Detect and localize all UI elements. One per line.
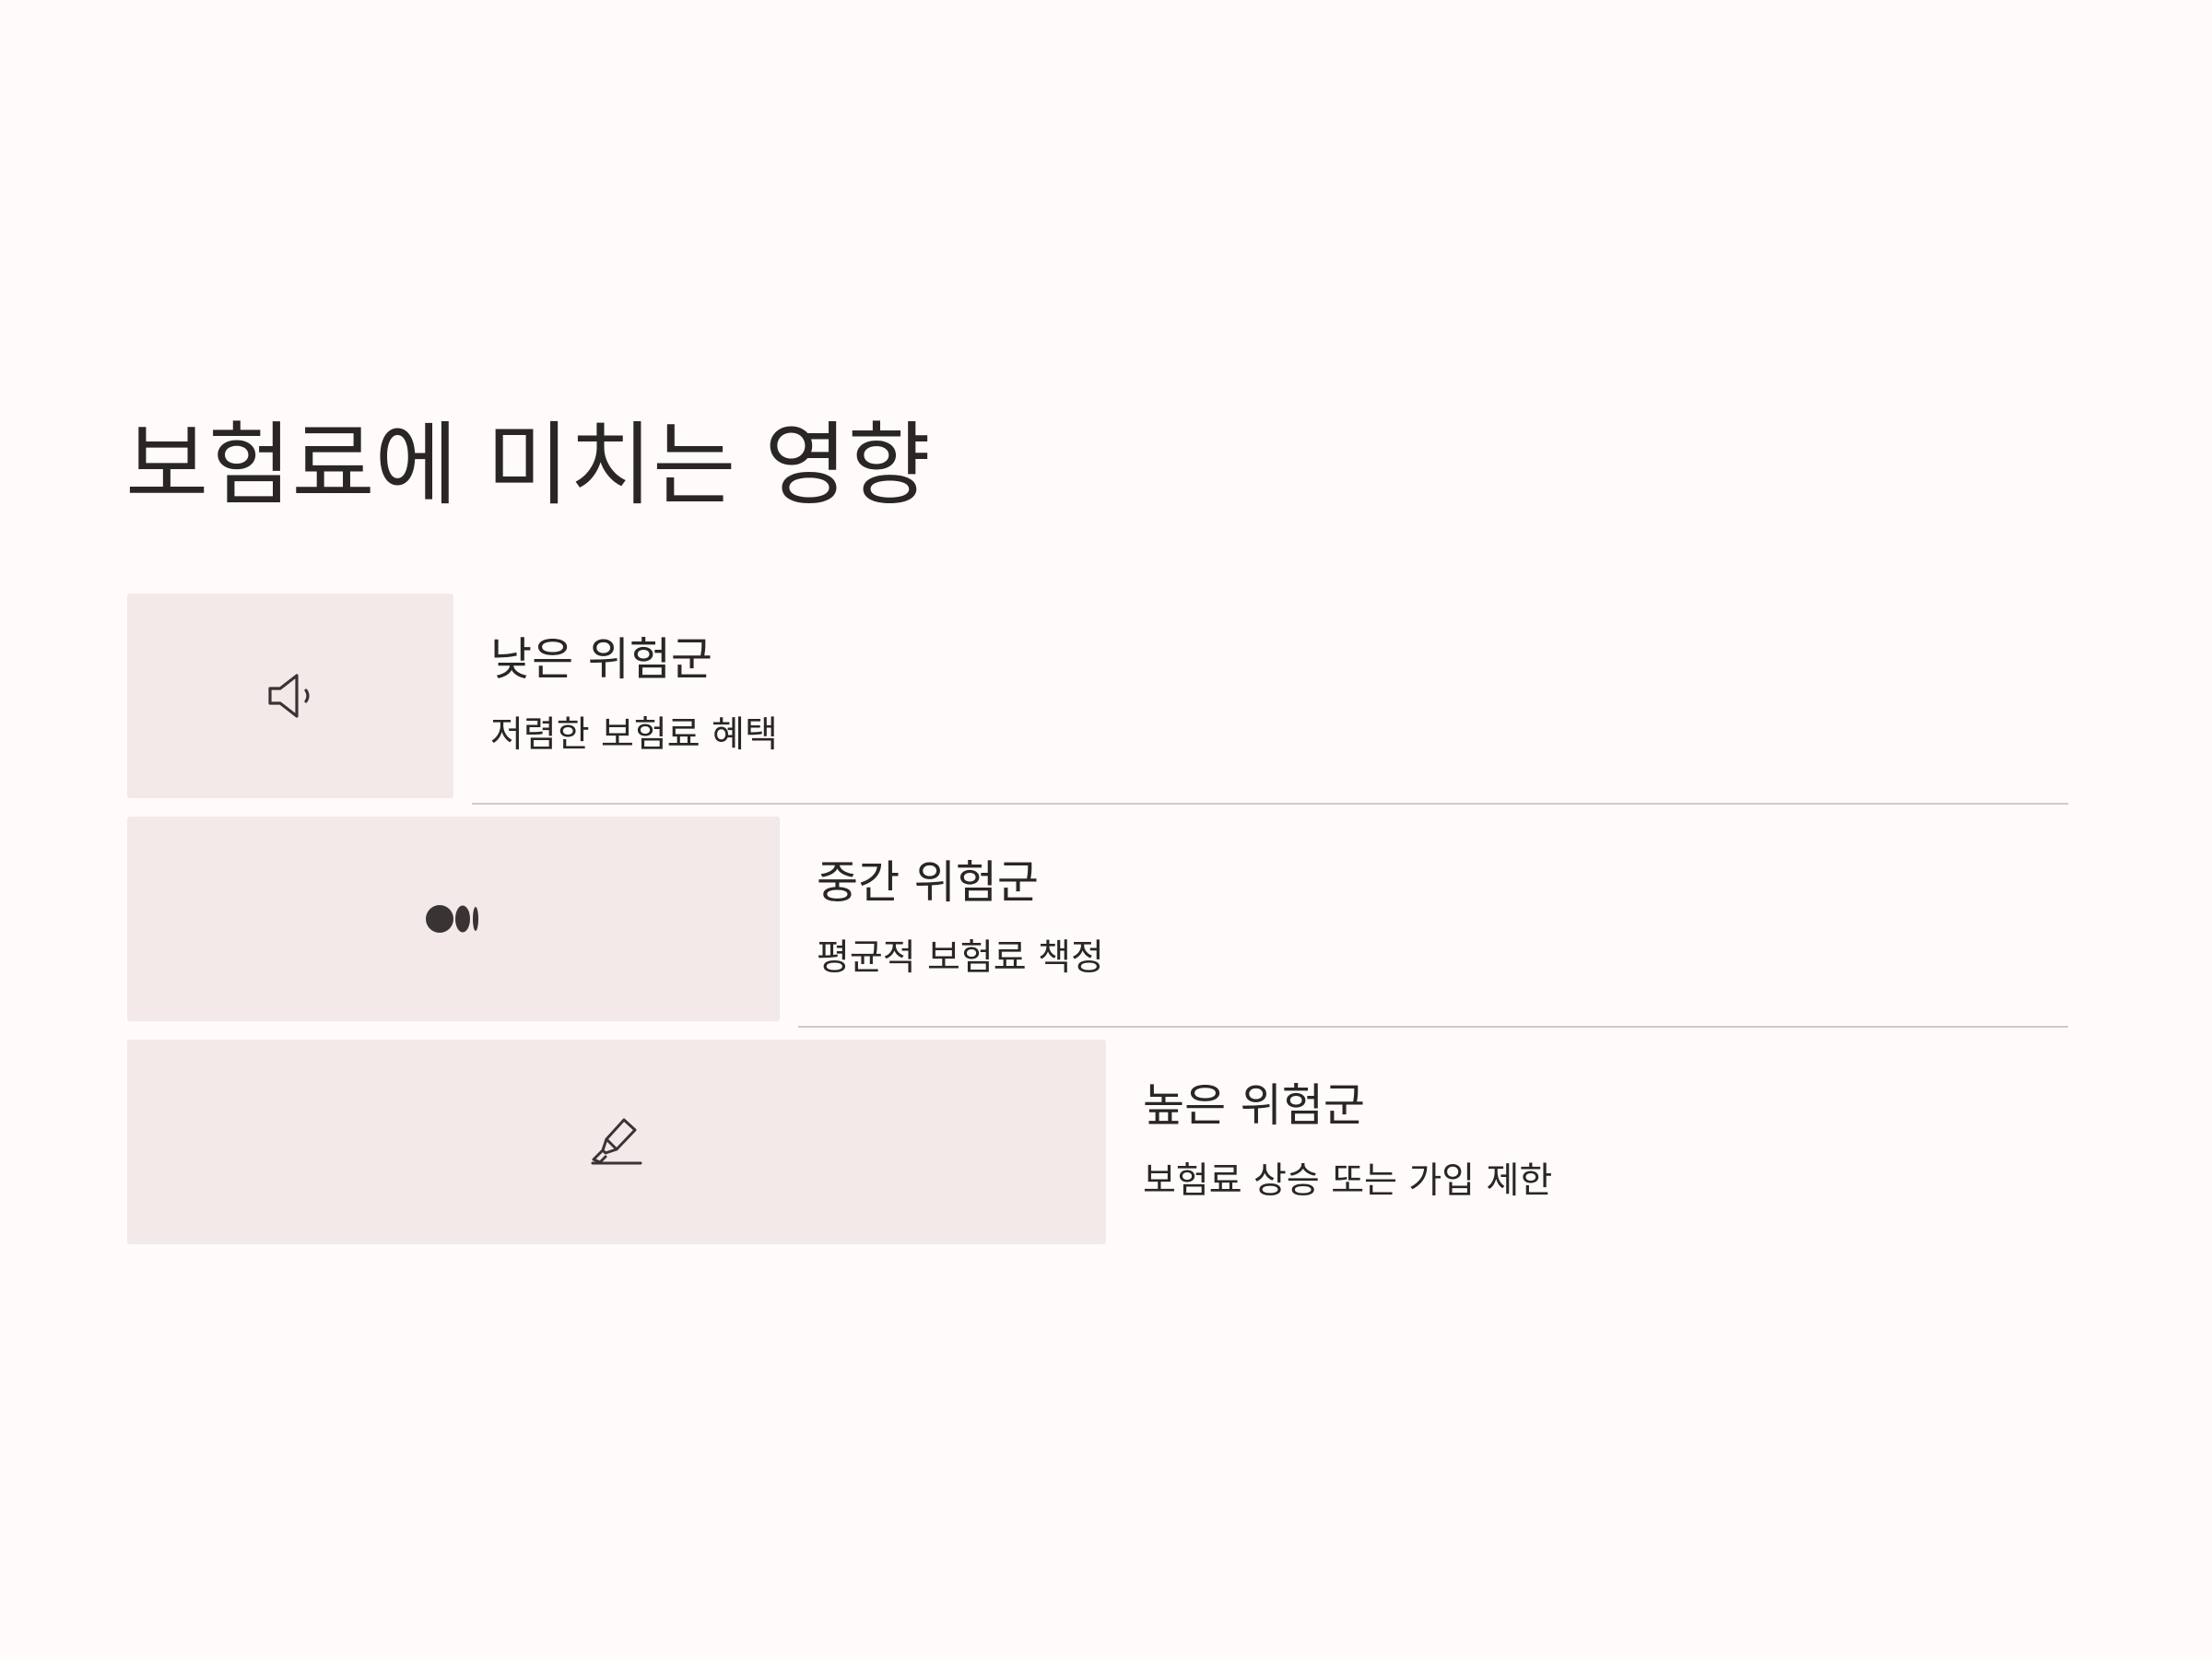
row-title: 중간 위험군 [817,856,1039,909]
highlighter-icon [589,1116,644,1168]
icon-card [127,817,780,1021]
page-title: 보험료에 미치는 영향 [125,413,931,518]
row-title: 낮은 위험군 [490,633,712,686]
risk-row-medium: 중간 위험군 평균적 보험료 책정 [127,817,2068,1028]
risk-row-low: 낮은 위험군 저렴한 보험료 혜택 [127,594,2068,805]
row-description: 평균적 보험료 책정 [817,937,1104,979]
medium-logo-icon [426,903,481,935]
speaker-icon [266,672,314,720]
divider [472,803,2068,805]
divider [798,1026,2068,1028]
row-title: 높은 위험군 [1143,1079,1365,1132]
row-description: 저렴한 보험료 혜택 [490,714,778,756]
icon-card [127,594,453,798]
risk-row-high: 높은 위험군 보험료 상승 또는 가입 제한 [127,1040,2068,1244]
row-description: 보험료 상승 또는 가입 제한 [1143,1160,1553,1202]
icon-card [127,1040,1106,1244]
